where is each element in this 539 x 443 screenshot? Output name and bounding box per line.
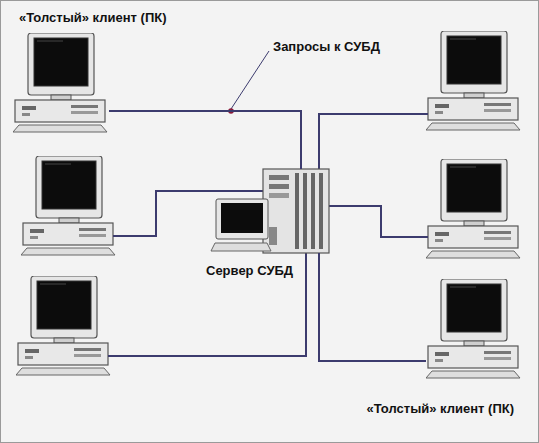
node-caption: «Толстый» клиент (ПК) bbox=[19, 10, 167, 25]
server-slot bbox=[295, 173, 299, 249]
network-wire bbox=[113, 191, 263, 236]
connector-line bbox=[109, 111, 301, 169]
client-pc-node: «Толстый» клиент (ПК) bbox=[13, 33, 109, 133]
server-tower bbox=[263, 169, 329, 253]
callout-leader bbox=[228, 51, 269, 114]
network-wire bbox=[329, 206, 428, 237]
drive-bay bbox=[269, 175, 289, 180]
drive-bay bbox=[269, 193, 289, 198]
leader-line bbox=[231, 51, 269, 109]
client-pc bbox=[21, 156, 115, 255]
server-panel bbox=[269, 227, 277, 245]
server-slot bbox=[311, 173, 315, 249]
server-slot bbox=[319, 173, 323, 249]
client-pcs bbox=[13, 31, 520, 378]
node-caption: «Толстый» клиент (ПК) bbox=[366, 401, 514, 416]
callout-label: Запросы к СУБД bbox=[273, 39, 380, 54]
server-node: Сервер СУБД bbox=[213, 169, 329, 253]
network-wires bbox=[108, 114, 428, 356]
connector-line bbox=[319, 253, 426, 361]
server-screen bbox=[221, 203, 263, 233]
server-monitor bbox=[216, 199, 268, 239]
network-wire bbox=[108, 253, 306, 356]
server-illustration bbox=[211, 169, 329, 253]
client-pc bbox=[426, 159, 520, 258]
client-pc bbox=[426, 279, 520, 378]
drive-bay bbox=[269, 184, 289, 189]
network-connector bbox=[319, 253, 426, 361]
node-caption: Сервер СУБД bbox=[206, 263, 293, 278]
client-pc-node: «Толстый» клиент (ПК) bbox=[426, 279, 514, 379]
client-pc bbox=[426, 31, 520, 130]
server-keyboard bbox=[211, 243, 271, 251]
client-pc bbox=[13, 33, 107, 132]
client-pc bbox=[16, 276, 110, 375]
network-wire bbox=[319, 114, 428, 169]
network-connector bbox=[109, 111, 301, 169]
leader-dot bbox=[228, 108, 234, 114]
server-slot bbox=[303, 173, 307, 249]
